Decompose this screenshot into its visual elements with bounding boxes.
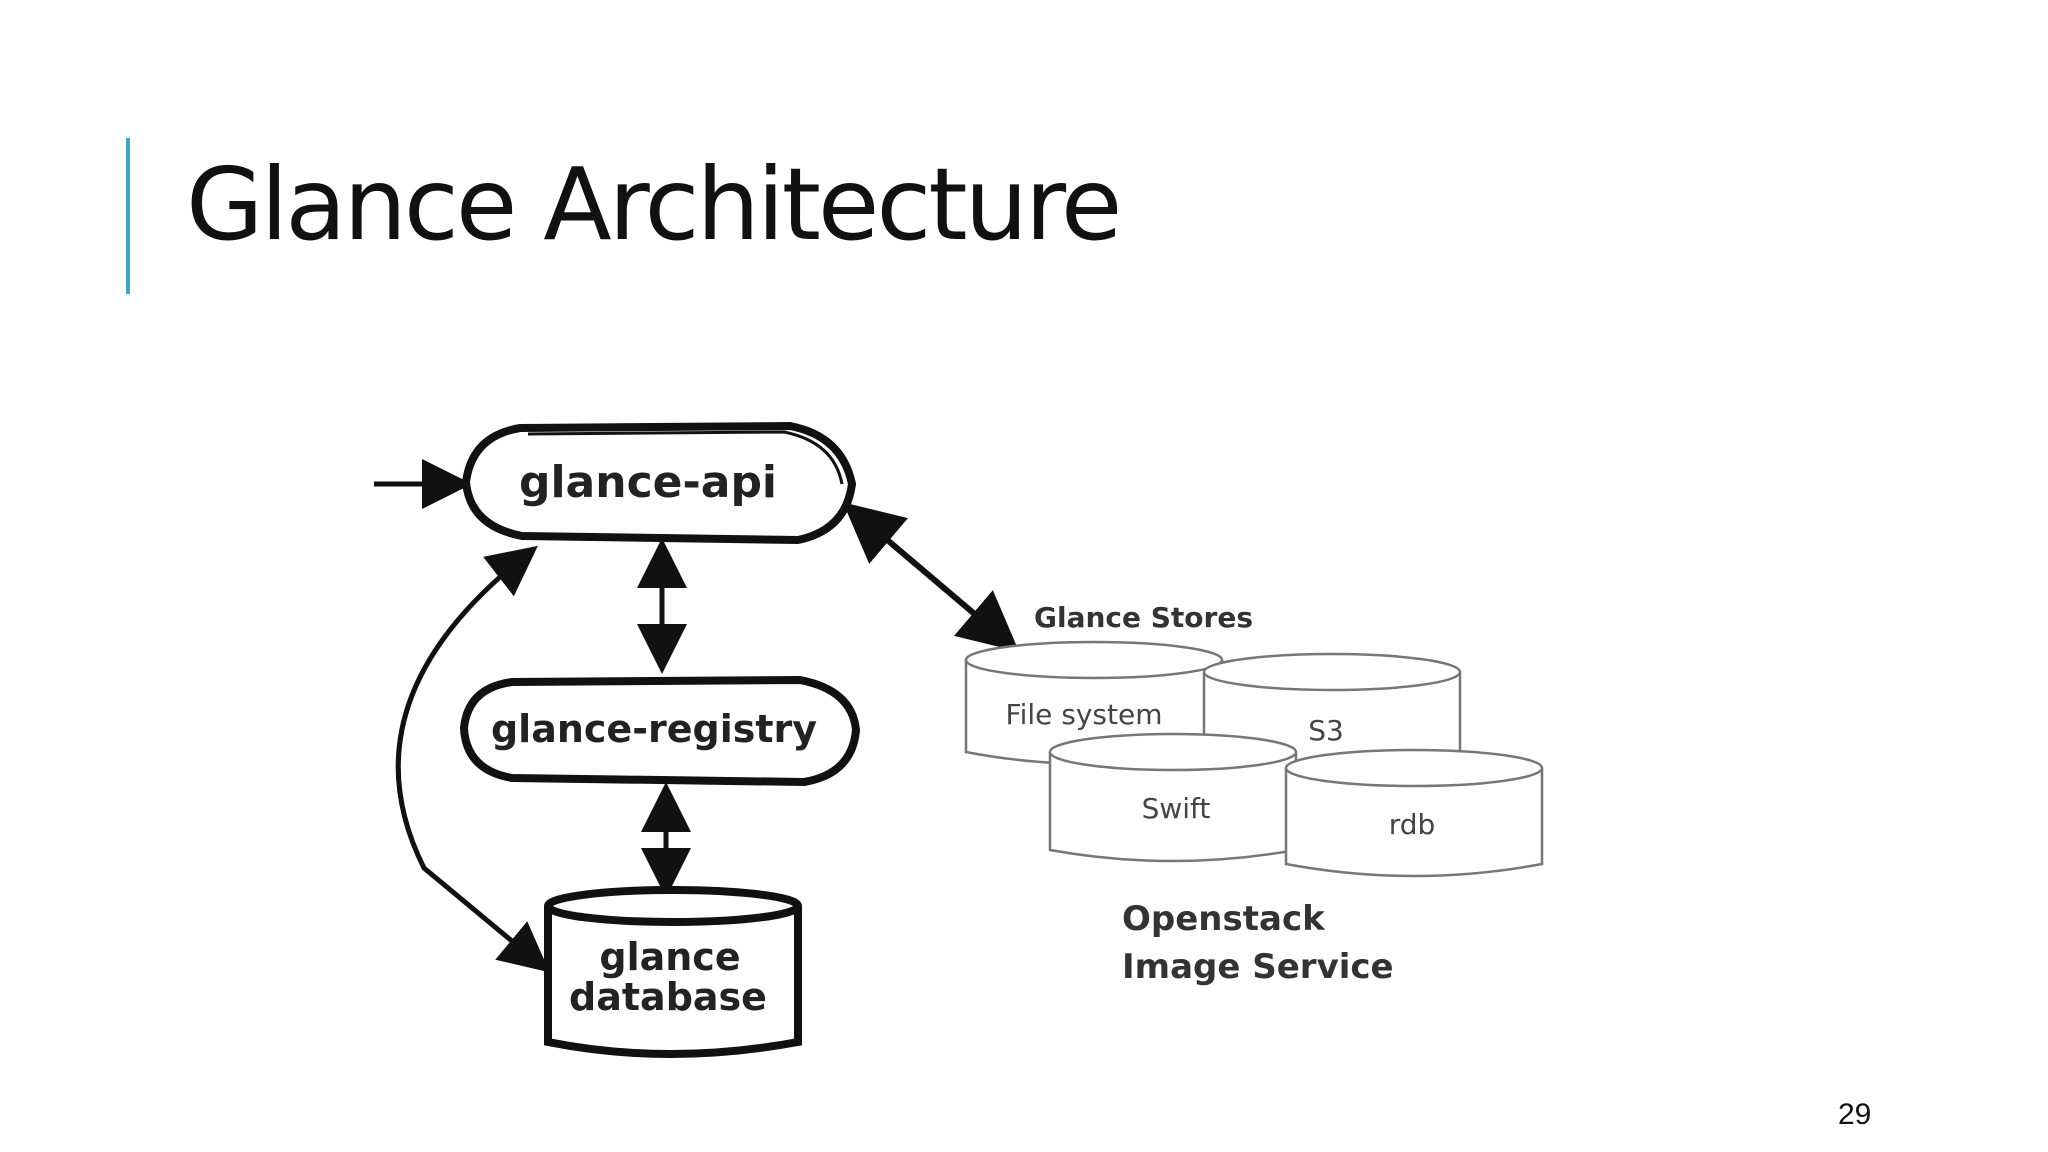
store-swift-label: Swift [1142, 792, 1211, 825]
store-file-system-label: File system [1006, 698, 1163, 731]
store-rdb: rdb [1284, 748, 1544, 878]
slide-title: Glance Architecture [186, 146, 1122, 263]
glance-registry-label: glance-registry [491, 707, 817, 751]
store-s3-label: S3 [1308, 714, 1344, 747]
glance-api-label: glance-api [519, 457, 777, 508]
service-label-line2: Image Service [1122, 947, 1394, 987]
store-rdb-label: rdb [1389, 808, 1436, 841]
title-accent-bar [126, 138, 130, 294]
glance-registry-node: glance-registry [460, 676, 860, 786]
api-stores-arrow [842, 502, 1020, 652]
api-database-curved-arrow [395, 545, 550, 973]
store-swift: Swift [1048, 732, 1298, 863]
glance-database-node: glance database [544, 886, 802, 1058]
glance-api-node: glance-api [462, 422, 856, 544]
glance-stores-heading: Glance Stores [1034, 601, 1253, 634]
database-label-line2: database [569, 975, 767, 1019]
database-label-line1: glance [599, 935, 740, 979]
page-number: 29 [1838, 1098, 1872, 1131]
service-label-line1: Openstack [1122, 899, 1326, 939]
